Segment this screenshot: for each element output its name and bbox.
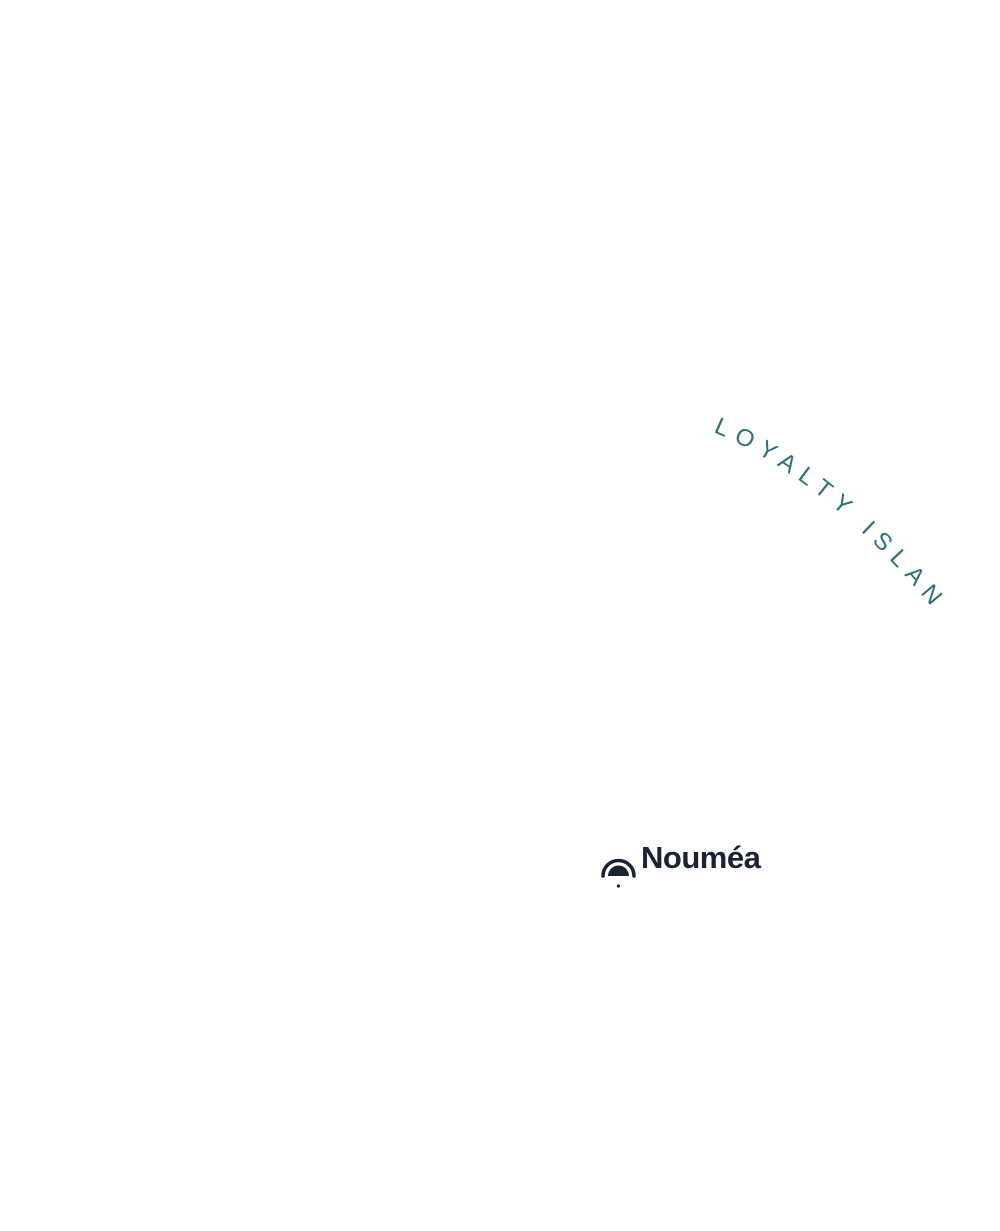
capital-city-icon [601,858,636,888]
city-marker-noumea[interactable]: Nouméa [600,838,761,892]
city-label-noumea: Nouméa [641,840,761,875]
region-label-loyalty-islands-path: LOYALTY ISLANDS [0,0,944,617]
region-label-loyalty-islands: LOYALTY ISLANDS [0,0,953,617]
